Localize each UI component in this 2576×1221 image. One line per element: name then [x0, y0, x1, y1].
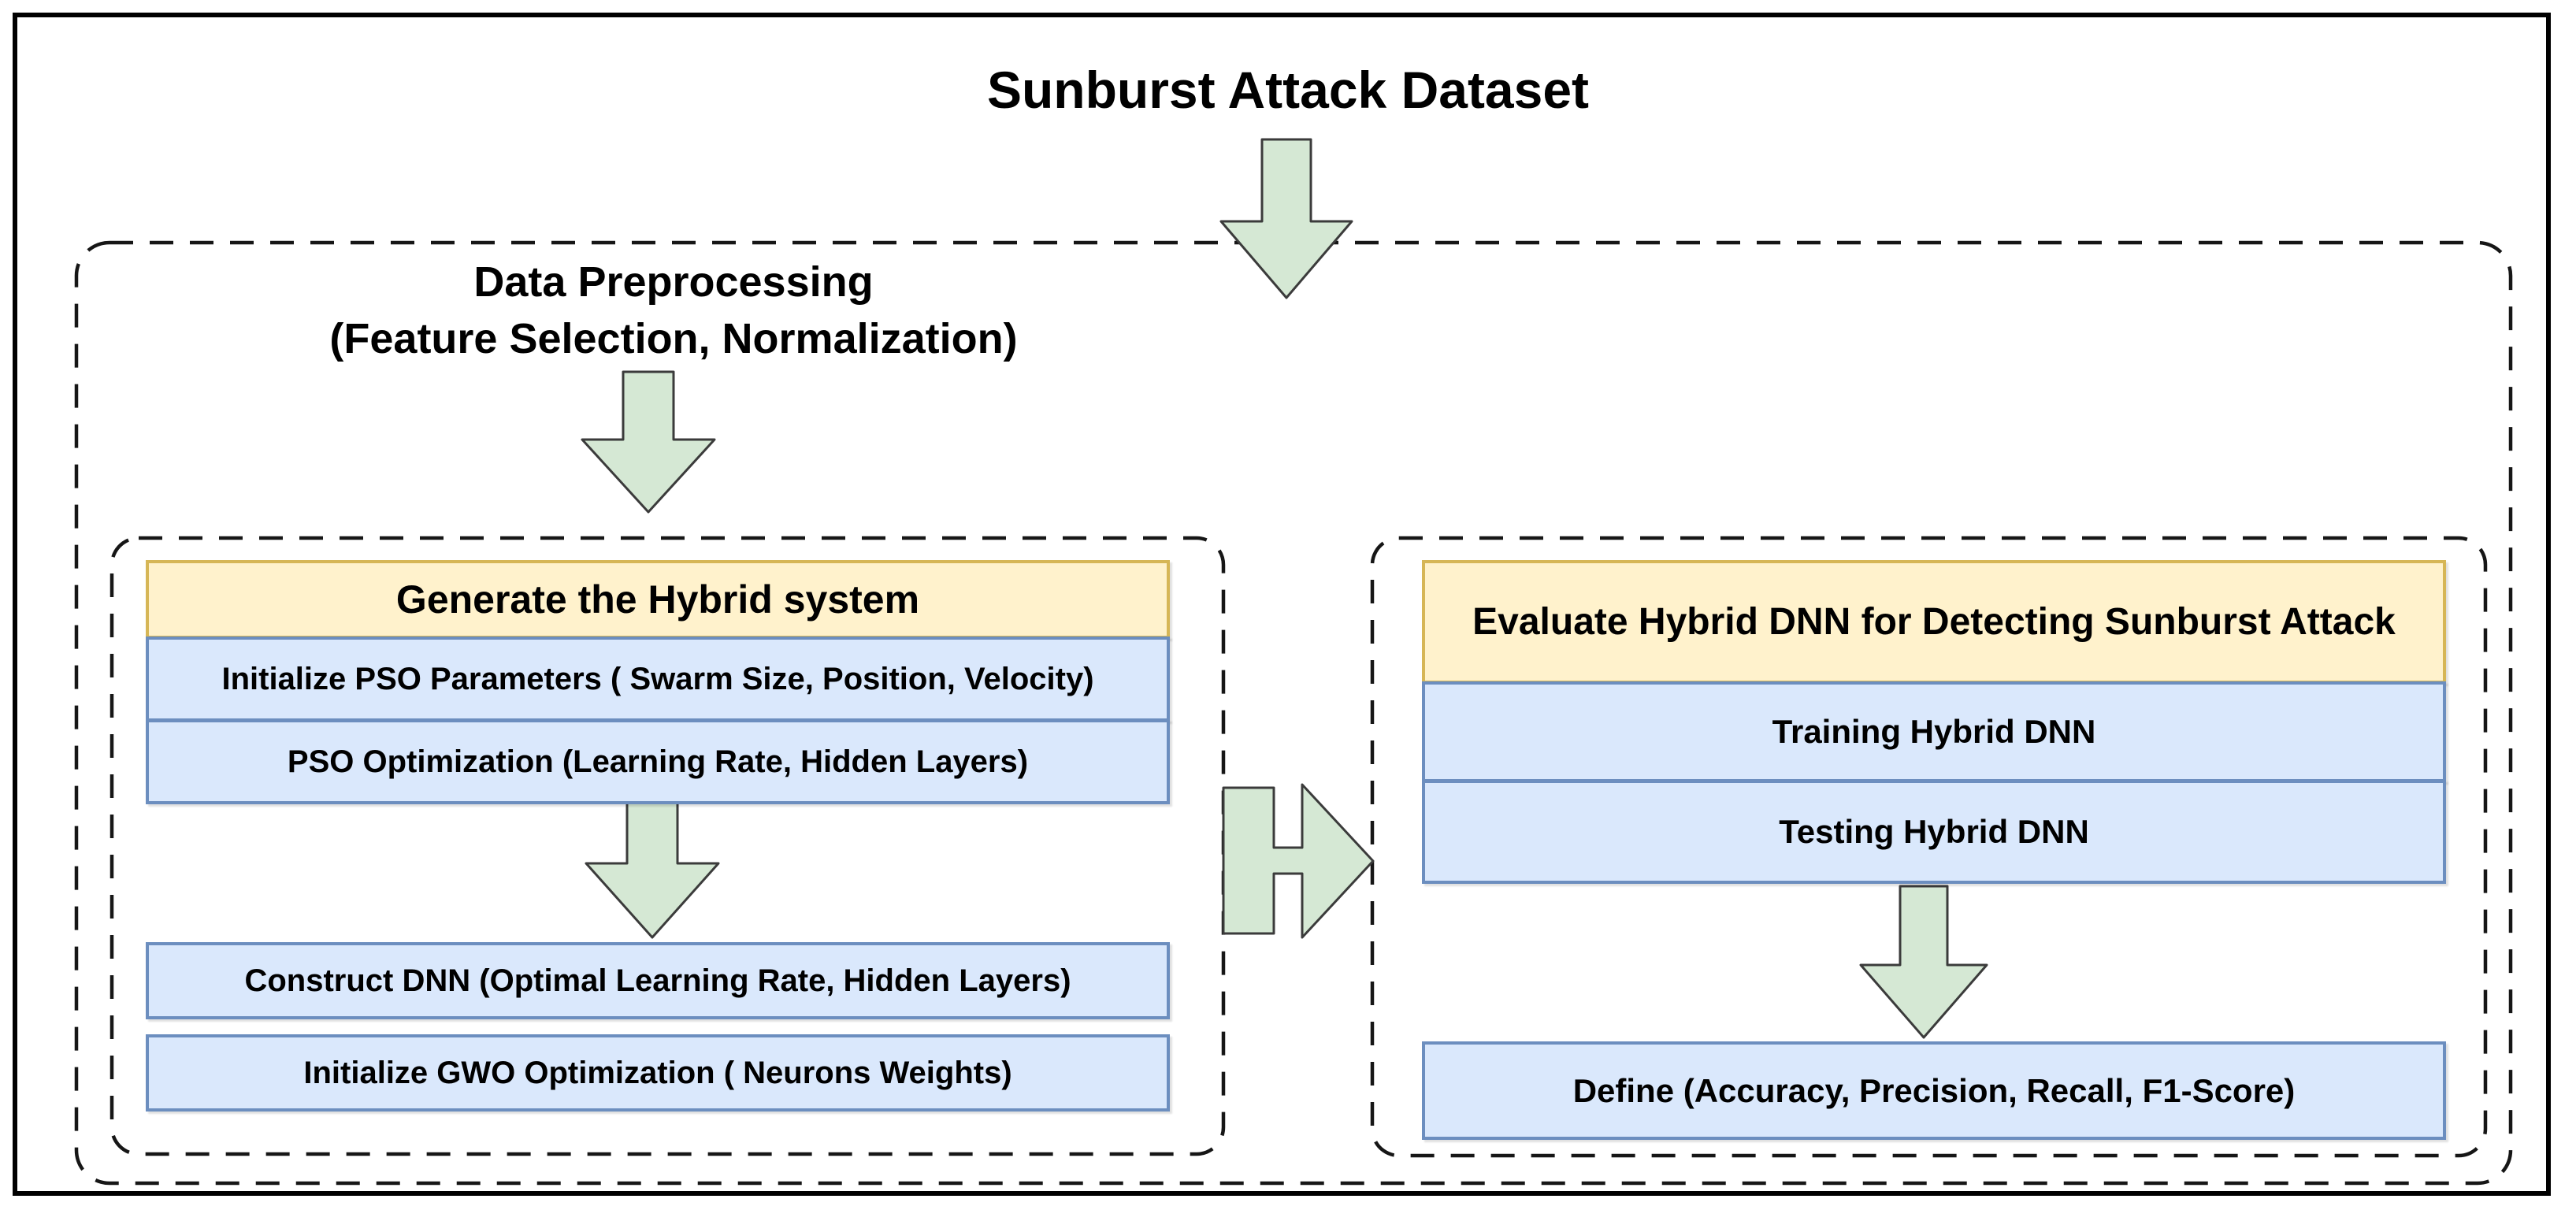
preprocessing-label-line2: (Feature Selection, Normalization): [329, 315, 1018, 362]
outer-frame: [13, 13, 2551, 1196]
hybrid-panel-header: Generate the Hybrid system: [146, 560, 1170, 639]
page-title: Sunburst Attack Dataset: [986, 61, 1590, 119]
down-arrow-dataset-to-preprocessing-icon: [1219, 138, 1353, 299]
down-arrow-testing-to-define-icon: [1859, 885, 1988, 1039]
evaluate-step-define-metrics: Define (Accuracy, Precision, Recall, F1-…: [1422, 1041, 2446, 1140]
evaluate-step-testing: Testing Hybrid DNN: [1422, 780, 2446, 884]
hybrid-step-pso-optimization: PSO Optimization (Learning Rate, Hidden …: [146, 719, 1170, 804]
preprocessing-label: Data Preprocessing (Feature Selection, N…: [201, 254, 1146, 367]
evaluate-step-training: Training Hybrid DNN: [1422, 681, 2446, 782]
down-arrow-pso-to-construct-icon: [585, 799, 720, 939]
hybrid-step-construct-dnn: Construct DNN (Optimal Learning Rate, Hi…: [146, 942, 1170, 1019]
down-arrow-preprocessing-to-hybrid-icon: [581, 370, 716, 514]
preprocessing-label-line1: Data Preprocessing: [473, 258, 874, 306]
evaluate-panel-header: Evaluate Hybrid DNN for Detecting Sunbur…: [1422, 560, 2446, 684]
hybrid-step-initialize-pso: Initialize PSO Parameters ( Swarm Size, …: [146, 636, 1170, 722]
right-arrow-hybrid-to-evaluate-icon: [1222, 783, 1375, 939]
evaluate-group-box: [1370, 536, 2488, 1158]
hybrid-step-initialize-gwo: Initialize GWO Optimization ( Neurons We…: [146, 1034, 1170, 1112]
